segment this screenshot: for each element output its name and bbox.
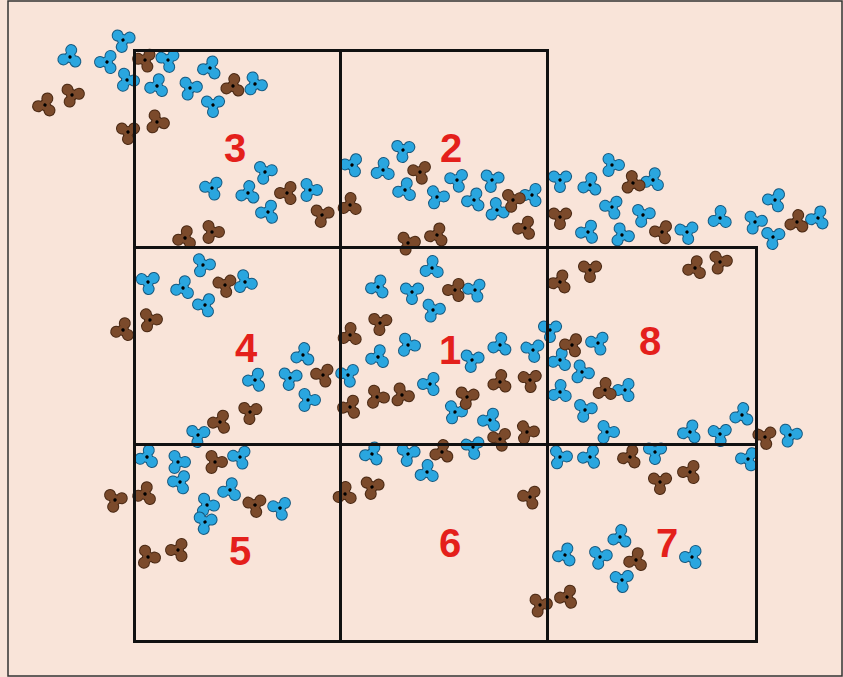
blue-particles (58, 26, 833, 594)
region-number: 1 (439, 330, 461, 370)
frame (8, 1, 842, 676)
grid-cell: 2 (339, 49, 549, 249)
region-number: 4 (235, 328, 257, 368)
grid-cell: 3 (133, 49, 342, 249)
region-number: 3 (224, 128, 246, 168)
grid-cell: 5 (133, 443, 342, 643)
region-number: 8 (639, 321, 661, 361)
region-number: 5 (229, 531, 251, 571)
grid-cell: 1 (339, 246, 549, 446)
region-number: 6 (439, 523, 461, 563)
grid-cell: 4 (133, 246, 342, 446)
grid-cell: 8 (546, 246, 758, 446)
grid-cell: 6 (339, 443, 549, 643)
region-number: 7 (656, 523, 678, 563)
region-number: 2 (440, 128, 462, 168)
grid-cell: 7 (546, 443, 758, 643)
brown-particles (32, 44, 810, 618)
